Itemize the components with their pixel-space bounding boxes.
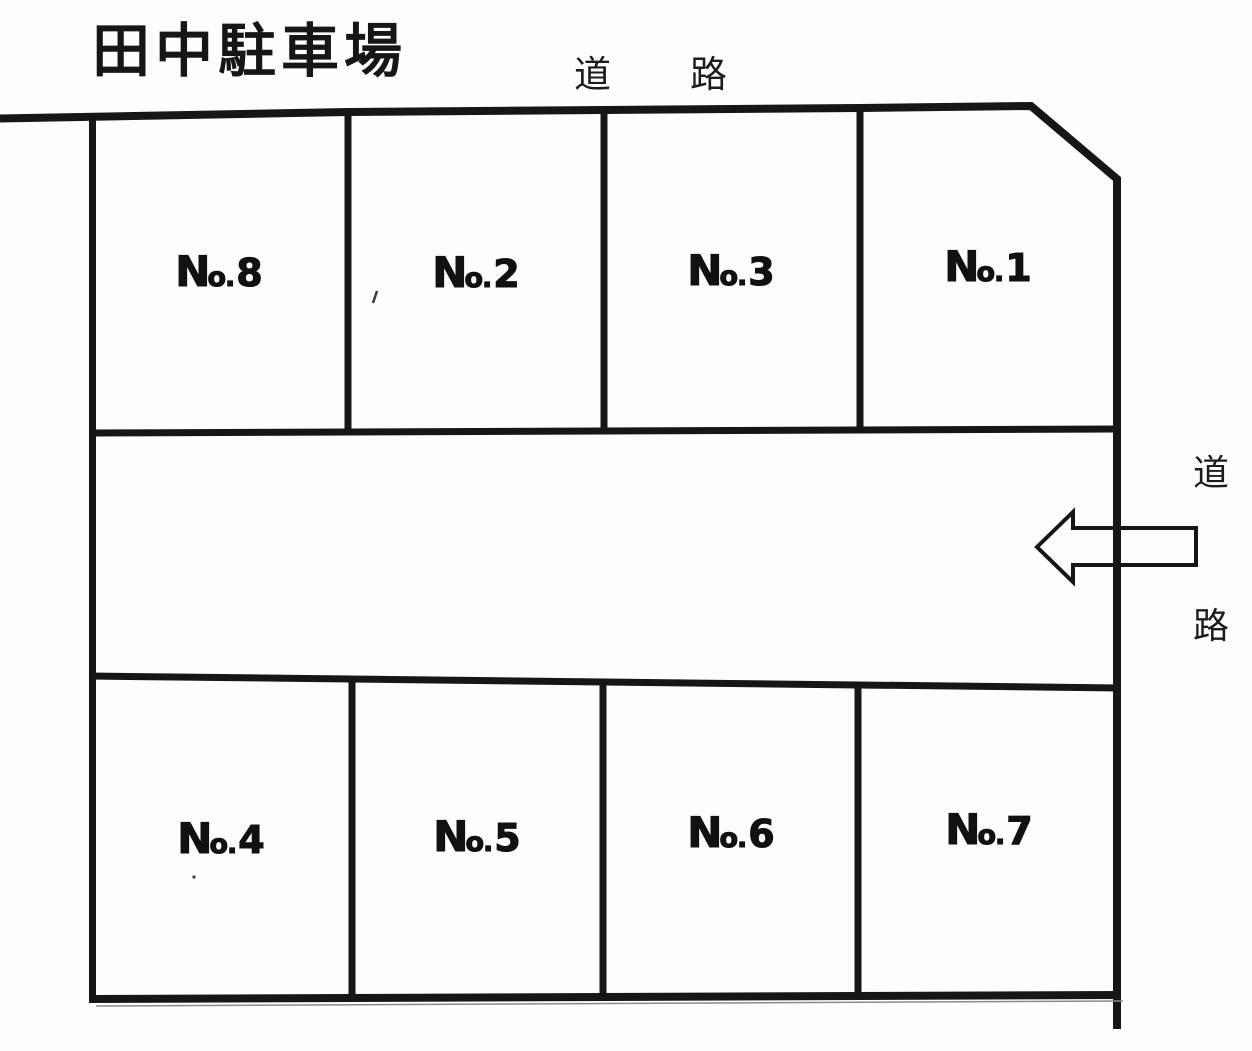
spot-prefix-o: o. xyxy=(207,262,236,293)
spot-number: 5 xyxy=(494,816,522,860)
spot-number: 7 xyxy=(1006,809,1034,853)
spot-number: 1 xyxy=(1005,246,1033,290)
spot-label-no7: No.7 xyxy=(945,808,1034,853)
spot-prefix: N xyxy=(177,814,213,863)
spot-prefix-o: o. xyxy=(464,263,493,294)
spot-prefix-o: o. xyxy=(719,261,748,292)
spot-label-no8: No.8 xyxy=(175,250,264,295)
spot-number: 3 xyxy=(748,250,776,294)
spot-number: 6 xyxy=(748,812,776,856)
spot-prefix: N xyxy=(433,812,469,861)
page-title: 田中駐車場 xyxy=(92,19,408,84)
boundary-outline xyxy=(0,101,1121,1029)
road-label-right-char1: 道 xyxy=(1193,452,1230,493)
spot-label-no1: No.1 xyxy=(944,245,1033,290)
spot-number: 2 xyxy=(493,252,521,296)
spot-prefix: N xyxy=(175,247,211,296)
scan-artifact-line xyxy=(95,1000,1124,1007)
spot-prefix-o: o. xyxy=(719,823,748,854)
spot-label-no5: No.5 xyxy=(433,815,522,860)
spot-prefix-o: o. xyxy=(976,257,1005,288)
road-label-top-char1: 道 xyxy=(574,54,611,95)
spot-prefix-o: o. xyxy=(977,820,1006,851)
spot-number: 4 xyxy=(238,818,266,862)
spot-prefix-o: o. xyxy=(465,827,494,858)
spot-prefix: N xyxy=(687,246,723,295)
spot-label-no3: No.3 xyxy=(687,249,776,294)
spot-label-no6: No.6 xyxy=(687,811,776,856)
spot-prefix: N xyxy=(432,248,468,297)
scan-artifact-tick xyxy=(371,290,379,304)
road-label-top-char2: 路 xyxy=(690,54,727,95)
spot-number: 8 xyxy=(236,251,264,295)
spot-label-no4: No.4 xyxy=(177,817,266,862)
spot-prefix: N xyxy=(687,808,723,857)
spot-prefix-o: o. xyxy=(209,829,238,860)
scan-artifact-dot xyxy=(192,875,196,879)
road-label-right-char2: 路 xyxy=(1193,605,1230,646)
spot-prefix: N xyxy=(945,805,981,854)
spot-prefix: N xyxy=(944,242,980,291)
spot-label-no2: No.2 xyxy=(432,251,521,296)
road-direction-arrow xyxy=(1034,507,1198,587)
